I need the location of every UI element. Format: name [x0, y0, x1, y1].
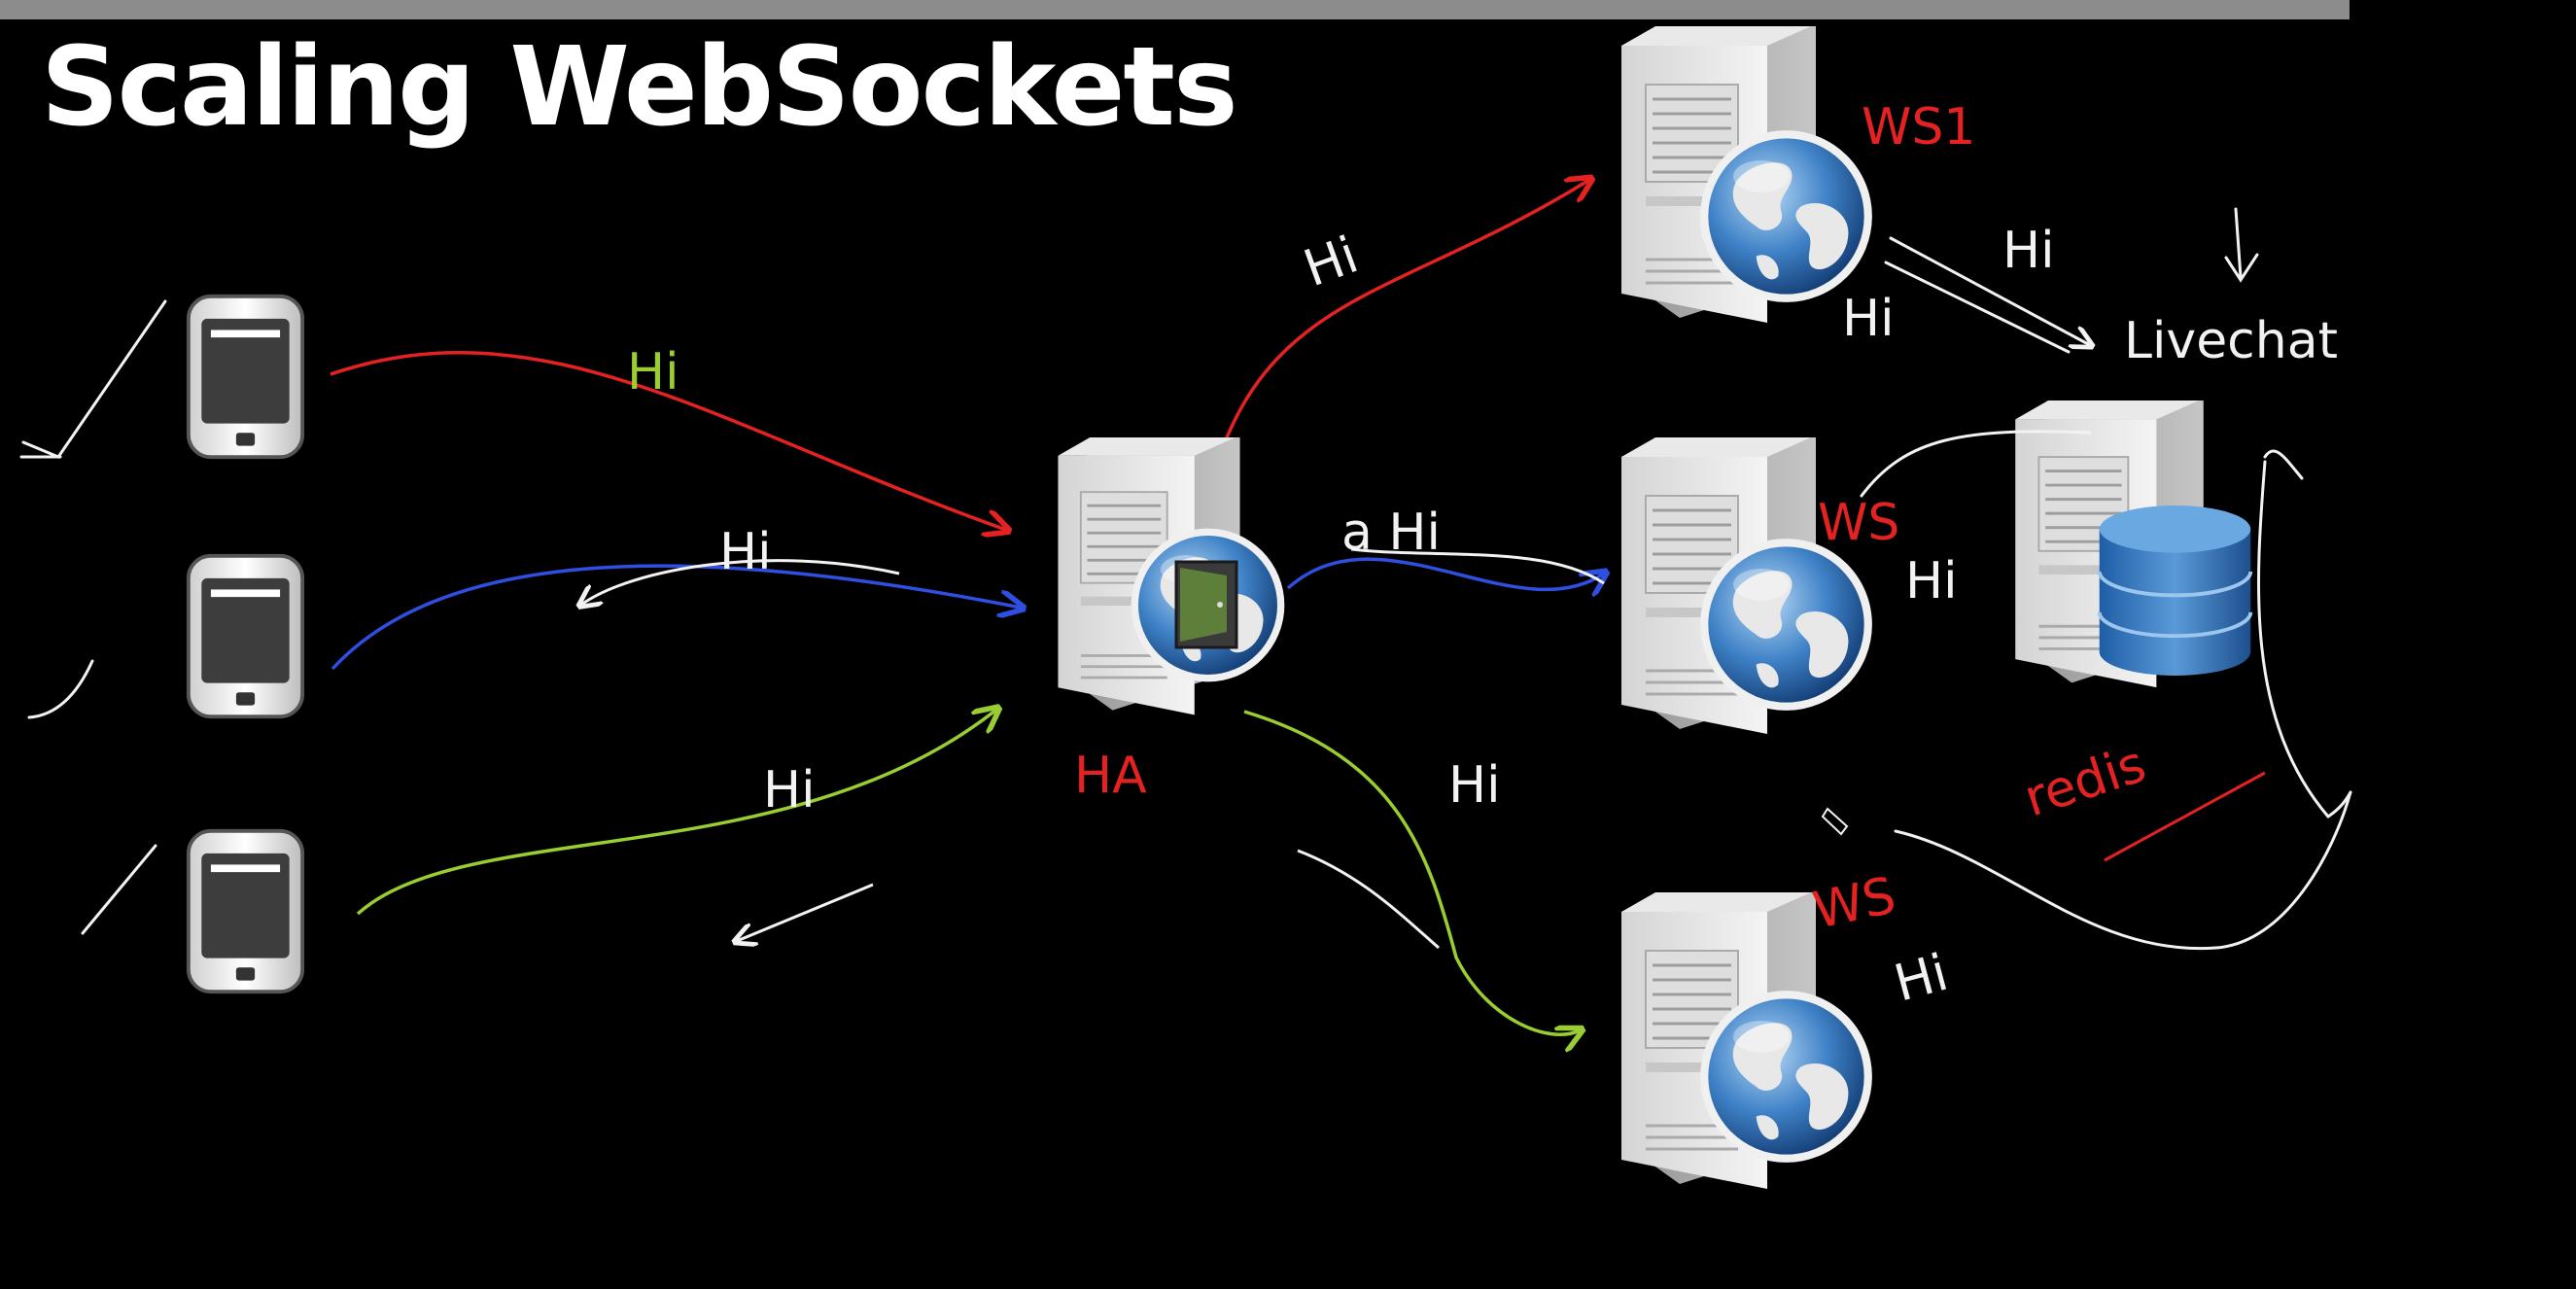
- pubsub-lines: [1821, 207, 2352, 951]
- red-arrow-phone-to-ha: [330, 351, 1006, 530]
- label-ws3: WS: [1808, 866, 1900, 940]
- redis-right-bracket: [2326, 790, 2352, 819]
- blue-arrow-phone-to-ha: [331, 564, 1021, 671]
- green-arrow-ha-to-ws3: [1243, 710, 1580, 1034]
- ws1-to-livechat-arrow-2: [1884, 261, 2071, 354]
- red-arrow-ha-to-ws1: [1221, 180, 1589, 448]
- white-arrow-bottom: [737, 883, 874, 941]
- label-hi-red: Hi: [1297, 226, 1366, 299]
- label-ws1: WS1: [1862, 98, 1976, 157]
- green-arrow-phone-to-ha: [356, 710, 996, 916]
- label-hi-ws2: Hi: [1905, 552, 1958, 610]
- phone-icon-1: [186, 294, 305, 460]
- label-hi-mid: Hi: [1448, 756, 1501, 815]
- phone-icon-2: [189, 556, 302, 716]
- globe-icon-ws2: [1700, 539, 1872, 711]
- label-hi-green: Hi: [627, 343, 679, 401]
- ws2-to-redis-line: [1860, 430, 2092, 498]
- redis-loop: [1894, 790, 2352, 951]
- livechat-down-arrow: [2224, 207, 2259, 283]
- white-line-ha-to-ws3: [1297, 849, 1440, 950]
- label-hi-ws3: Hi: [1889, 944, 1954, 1014]
- title: Scaling WebSockets: [41, 24, 1236, 151]
- check-mark-1: [19, 299, 167, 459]
- check-mark-2: [27, 659, 94, 719]
- redis-vertical: [2257, 449, 2330, 819]
- label-hi-small: Hi: [719, 523, 772, 581]
- redis-underline: [2104, 771, 2266, 862]
- label-livechat: Livechat: [2124, 312, 2338, 370]
- database-icon: [2097, 504, 2253, 678]
- label-a-hi: a Hi: [1341, 504, 1441, 562]
- top-bar: [0, 0, 2350, 19]
- globe-icon-ws3: [1700, 991, 1872, 1163]
- pencil-cursor: [1821, 807, 1849, 836]
- label-hi-bottom: Hi: [763, 761, 816, 819]
- label-ha: HA: [1074, 747, 1147, 805]
- check-mark-3: [81, 844, 157, 935]
- label-hi-ws1-b: Hi: [1842, 290, 1895, 348]
- globe-icon-ws1: [1700, 130, 1872, 302]
- label-redis: redis: [2017, 735, 2152, 828]
- label-hi-ws1-a: Hi: [2002, 222, 2055, 280]
- door-icon: [1174, 560, 1238, 649]
- ws1-to-livechat-arrow-1: [1889, 236, 2090, 345]
- phone-icon-3: [189, 831, 302, 992]
- white-arrow-ha-to-ws2: [1350, 547, 1605, 585]
- white-arrow-reply: [581, 559, 900, 605]
- check-marks: [19, 299, 167, 935]
- label-ws2: WS: [1818, 494, 1899, 552]
- blue-arrow-ha-to-ws2: [1286, 557, 1604, 589]
